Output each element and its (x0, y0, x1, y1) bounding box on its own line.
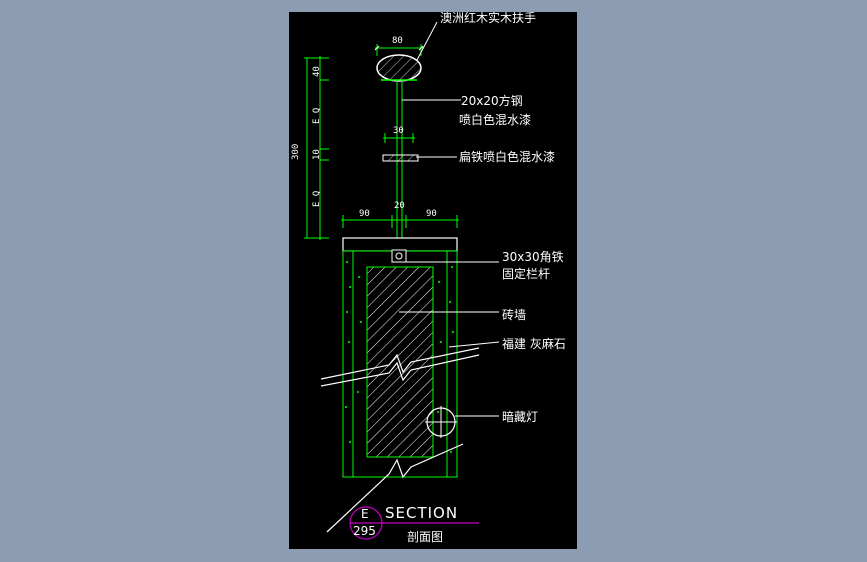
dim-wall-left: 90 (359, 209, 370, 219)
dim-vertical-top: 40 (312, 66, 322, 77)
title-section: SECTION (385, 504, 458, 522)
label-flat-iron: 扁铁喷白色混水漆 (459, 149, 555, 164)
wall-dimension: 90 20 90 (341, 201, 459, 228)
label-angle-iron-2: 固定栏杆 (502, 266, 550, 281)
label-steel-tube-1: 20x20方钢 (461, 93, 523, 108)
angle-iron (391, 249, 407, 263)
granite-cap (342, 237, 458, 252)
label-granite: 福建 灰麻石 (502, 336, 566, 351)
dim-vertical-mid: 10 (312, 149, 322, 160)
leader-lines (399, 21, 500, 417)
label-steel-tube-2: 喷白色混水漆 (459, 112, 531, 127)
handrail-dimension: 80 (374, 36, 424, 56)
handrail-section (376, 54, 422, 82)
wall-body (320, 250, 480, 533)
label-angle-iron-1: 30x30角铁 (502, 250, 564, 264)
dim-wall-right: 90 (426, 209, 437, 219)
title-letter: E (361, 507, 369, 521)
dim-vertical-eq1: E Q (312, 108, 322, 124)
title-number: 295 (353, 524, 376, 538)
label-hidden-light: 暗藏灯 (502, 409, 538, 424)
flat-iron: 30 (382, 126, 419, 162)
drawing-canvas: 80 30 90 20 90 300 40 E Q 10 E Q (289, 12, 577, 549)
label-handrail: 澳洲红木实木扶手 (440, 12, 536, 25)
title-block: E 295 SECTION 剖面图 (349, 504, 479, 544)
dim-flat-iron-width: 30 (393, 126, 404, 136)
dim-handrail-width: 80 (392, 36, 403, 46)
vertical-dimension: 300 40 E Q 10 E Q (291, 56, 329, 240)
section-drawing: 80 30 90 20 90 300 40 E Q 10 E Q (291, 12, 566, 544)
hidden-light (425, 406, 457, 438)
title-subtitle: 剖面图 (407, 530, 443, 544)
label-brick-wall: 砖墙 (502, 307, 526, 322)
dim-vertical-eq2: E Q (312, 191, 322, 207)
dim-wall-center: 20 (394, 201, 405, 211)
steel-tube (396, 82, 403, 250)
dim-vertical-total: 300 (291, 144, 301, 160)
